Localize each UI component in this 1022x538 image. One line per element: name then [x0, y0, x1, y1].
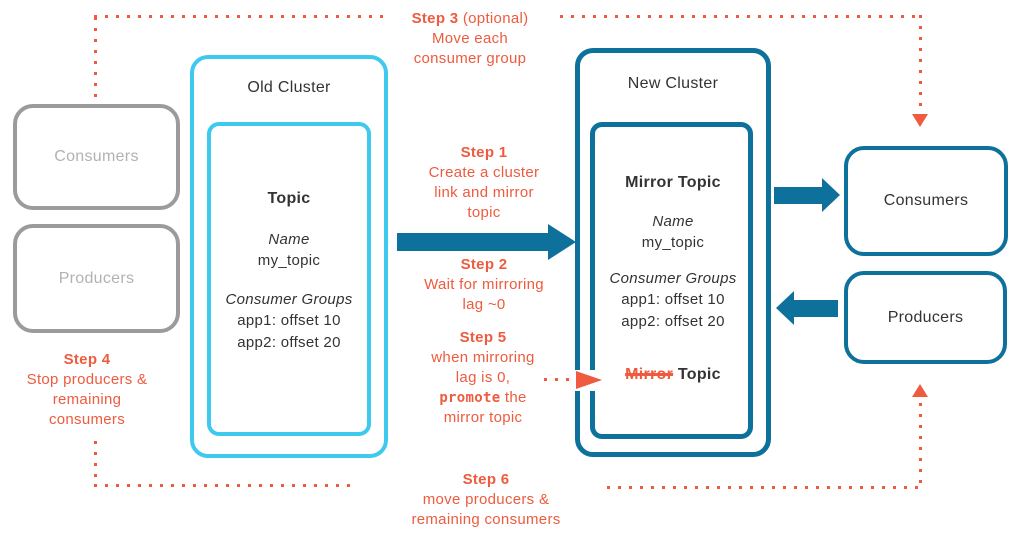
step3-annotation: Step 3 (optional) Move each consumer gro… [382, 9, 558, 69]
old-cluster-title: Old Cluster [247, 79, 331, 96]
old-topic-box [207, 122, 371, 436]
cluster-link-arrow-head-icon [548, 224, 576, 260]
step3-dotted-line-vertical-left [94, 17, 97, 97]
mirror-topic-box [590, 122, 753, 439]
step6-dotted-line-horizontal-left [94, 484, 356, 487]
from-producers-arrow-head-icon [776, 291, 794, 325]
struck-mirror-word: Mirror [625, 366, 674, 383]
old-topic-offset-app1: app1: offset 10 [237, 312, 341, 329]
promoted-topic-line: Mirror Topic [575, 366, 771, 384]
old-producers-box: Producers [13, 224, 180, 333]
step5-annotation: Step 5 when mirroring lag is 0, promote … [400, 328, 566, 428]
old-consumers-label: Consumers [54, 148, 139, 165]
arrow-right-icon [576, 371, 602, 389]
cluster-link-arrow-shaft [397, 233, 548, 251]
old-topic-name-value: my_topic [257, 252, 321, 269]
promoted-topic-word: Topic [677, 366, 721, 383]
new-producers-label: Producers [887, 308, 964, 326]
to-consumers-arrow-head-icon [822, 178, 840, 212]
mirror-topic-heading: Mirror Topic [625, 174, 721, 191]
mirror-topic-groups-label: Consumer Groups [609, 270, 737, 287]
arrow-up-icon [912, 384, 928, 397]
step3-dotted-line-horizontal-right [560, 15, 921, 18]
step3-title-line: Step 3 (optional) [411, 10, 529, 27]
old-topic-name-label: Name [268, 231, 310, 248]
old-topic-heading: Topic [267, 190, 311, 207]
from-producers-arrow-shaft [794, 300, 838, 317]
step5-promote-line: promote the [439, 389, 527, 406]
step2-annotation: Step 2 Wait for mirroring lag ~0 [424, 256, 544, 313]
step3-dotted-line-horizontal-left [94, 15, 388, 18]
old-producers-label: Producers [58, 269, 135, 287]
old-topic-offset-app2: app2: offset 20 [237, 334, 341, 351]
mirror-topic-name-label: Name [652, 213, 694, 230]
new-consumers-box: Consumers [844, 146, 1008, 256]
step6-dotted-line-vertical-right [919, 403, 922, 486]
mirror-topic-offset-app1: app1: offset 10 [621, 291, 725, 308]
step6-dotted-line-horizontal-right [607, 486, 923, 489]
old-consumers-box: Consumers [13, 104, 180, 210]
step6-dotted-line-vertical-left [94, 441, 97, 483]
new-cluster-title: New Cluster [627, 75, 719, 92]
new-producers-box: Producers [844, 271, 1007, 364]
new-consumers-label: Consumers [883, 192, 969, 209]
step3-dotted-line-vertical-right [919, 15, 922, 114]
step4-annotation: Step 4 Stop producers & remaining consum… [26, 351, 148, 428]
step5-dotted-line [544, 378, 576, 381]
old-topic-groups-label: Consumer Groups [225, 291, 353, 308]
arrow-down-icon [912, 114, 928, 127]
mirror-topic-name-value: my_topic [641, 234, 705, 251]
step6-annotation: Step 6 move producers & remaining consum… [411, 471, 561, 528]
mirror-topic-offset-app2: app2: offset 20 [621, 313, 725, 330]
step1-annotation: Step 1 Create a cluster link and mirror … [428, 144, 540, 221]
to-consumers-arrow-shaft [774, 187, 822, 204]
